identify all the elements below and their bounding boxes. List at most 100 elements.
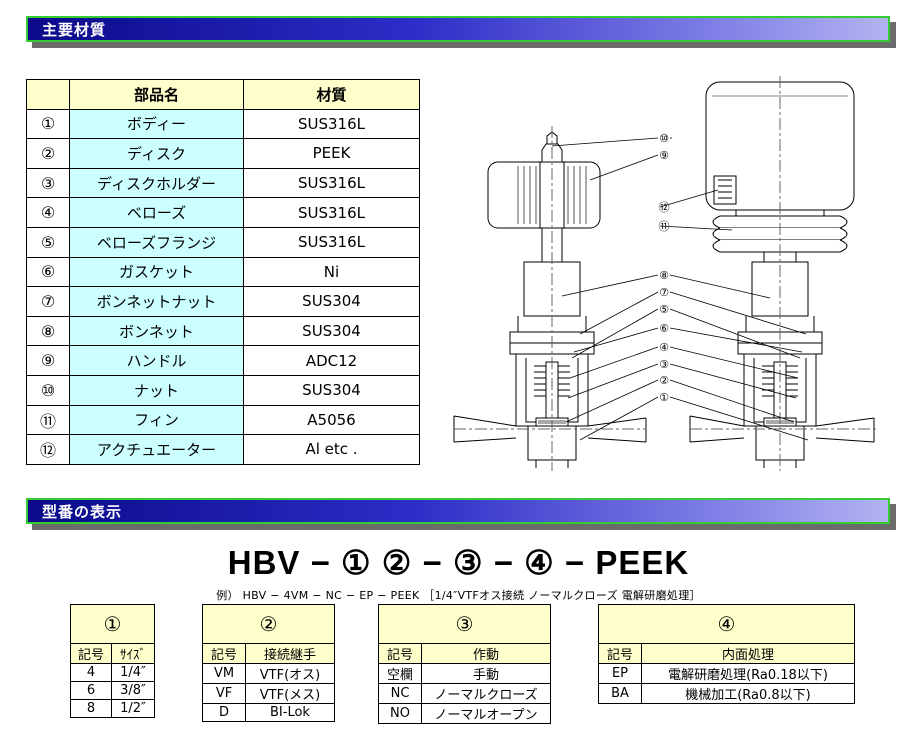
table-row: D BI-Lok <box>202 703 335 722</box>
part-number-cell: ⑧ <box>26 315 70 347</box>
material-cell: SUS316L <box>243 226 420 258</box>
code-cell: 空欄 <box>378 663 422 684</box>
material-cell: PEEK <box>243 138 420 169</box>
code-table-title: ① <box>70 604 155 644</box>
column-header: 記号 <box>202 643 246 664</box>
part-number-cell: ⑥ <box>26 256 70 288</box>
part-number-cell: ③ <box>26 167 70 199</box>
table-row: VM VTF(オス) <box>202 663 335 684</box>
table-row: 6 3/8″ <box>70 681 155 700</box>
column-header: 内面処理 <box>641 643 855 664</box>
part-name-cell: ハンドル <box>69 345 244 376</box>
part-number-cell: ⑤ <box>26 226 70 258</box>
part-name-cell: ベローズフランジ <box>69 226 244 258</box>
value-cell: 手動 <box>421 663 551 684</box>
column-header: 記号 <box>598 643 642 664</box>
material-cell: SUS304 <box>243 374 420 406</box>
code-cell: 4 <box>70 663 112 682</box>
value-cell: 3/8″ <box>111 681 155 700</box>
drawing-label: ③ <box>659 358 669 371</box>
material-cell: SUS304 <box>243 286 420 317</box>
part-name-cell: ボンネット <box>69 315 244 347</box>
part-name-cell: ガスケット <box>69 256 244 288</box>
part-number-cell: ⑦ <box>26 286 70 317</box>
value-cell: BI-Lok <box>245 703 335 722</box>
drawing-label: ⑪ <box>659 220 670 233</box>
code-cell: 6 <box>70 681 112 700</box>
code-cell: VM <box>202 663 246 684</box>
column-header: 記号 <box>70 643 112 664</box>
code-table-surface-finish: ④ 記号 内面処理 EP 電解研磨処理(Ra0.18以下) BA 機械加工(Ra… <box>598 604 855 704</box>
code-cell: VF <box>202 683 246 704</box>
drawing-label: ⑧ <box>659 269 669 282</box>
column-header: ｻｲｽﾞ <box>111 643 155 664</box>
part-number-cell: ⑪ <box>26 404 70 436</box>
material-cell: ADC12 <box>243 345 420 376</box>
material-cell: Ni <box>243 256 420 288</box>
column-header-number <box>26 79 70 110</box>
drawing-label: ⑥ <box>659 322 669 335</box>
part-name-cell: ベローズ <box>69 197 244 228</box>
code-table-title: ② <box>202 604 335 644</box>
value-cell: ノーマルオープン <box>421 703 551 724</box>
part-name-cell: ボディー <box>69 108 244 140</box>
column-header: 記号 <box>378 643 422 664</box>
column-header: 作動 <box>421 643 551 664</box>
part-number-cell: ⑫ <box>26 434 70 465</box>
code-cell: 8 <box>70 699 112 718</box>
part-name-cell: アクチュエーター <box>69 434 244 465</box>
part-number-cell: ⑩ <box>26 374 70 406</box>
code-table-connection: ② 記号 接続継手 VM VTF(オス) VF VTF(メス) D BI-Lok <box>202 604 335 722</box>
value-cell: VTF(オス) <box>245 663 335 684</box>
code-table-title: ③ <box>378 604 551 644</box>
drawing-label: ⑤ <box>659 303 669 316</box>
code-cell: D <box>202 703 246 722</box>
value-cell: 1/2″ <box>111 699 155 718</box>
part-number-cell: ① <box>26 108 70 140</box>
material-cell: SUS316L <box>243 108 420 140</box>
material-cell: A5056 <box>243 404 420 436</box>
table-row: NC ノーマルクローズ <box>378 683 551 704</box>
drawing-label: ① <box>659 391 669 404</box>
column-header: 接続継手 <box>245 643 335 664</box>
part-number-cell: ② <box>26 138 70 169</box>
drawing-label: ⑨ <box>659 149 669 162</box>
value-cell: 電解研磨処理(Ra0.18以下) <box>641 663 855 684</box>
model-example: 例） HBV − 4VM − NC − EP − PEEK ［1/4″VTFオス… <box>216 589 701 602</box>
value-cell: VTF(メス) <box>245 683 335 704</box>
code-cell: NC <box>378 683 422 704</box>
drawing-label: ④ <box>659 341 669 354</box>
table-row: VF VTF(メス) <box>202 683 335 704</box>
section-header-model: 型番の表示 <box>26 498 890 524</box>
value-cell: 1/4″ <box>111 663 155 682</box>
drawing-label: ⑩ <box>659 132 669 145</box>
drawing-label: ⑦ <box>659 286 669 299</box>
material-cell: SUS316L <box>243 167 420 199</box>
part-number-cell: ⑨ <box>26 345 70 376</box>
code-cell: EP <box>598 663 642 684</box>
section-title: 主要材質 <box>42 21 107 39</box>
part-name-cell: ディスク <box>69 138 244 169</box>
part-name-cell: ナット <box>69 374 244 406</box>
part-name-cell: ディスクホルダー <box>69 167 244 199</box>
part-number-cell: ④ <box>26 197 70 228</box>
valve-cross-section-drawing: ⑩ ⑨ ⑧ ⑦ ⑤ ⑥ ④ ③ ② ① ⑫ ⑪ <box>453 76 876 471</box>
code-table-operation: ③ 記号 作動 空欄 手動 NC ノーマルクローズ NO ノーマルオープン <box>378 604 551 724</box>
value-cell: ノーマルクローズ <box>421 683 551 704</box>
column-header-material: 材質 <box>243 79 420 110</box>
table-row: 空欄 手動 <box>378 663 551 684</box>
table-row: NO ノーマルオープン <box>378 703 551 724</box>
value-cell: 機械加工(Ra0.8以下) <box>641 683 855 704</box>
section-title: 型番の表示 <box>42 503 123 521</box>
